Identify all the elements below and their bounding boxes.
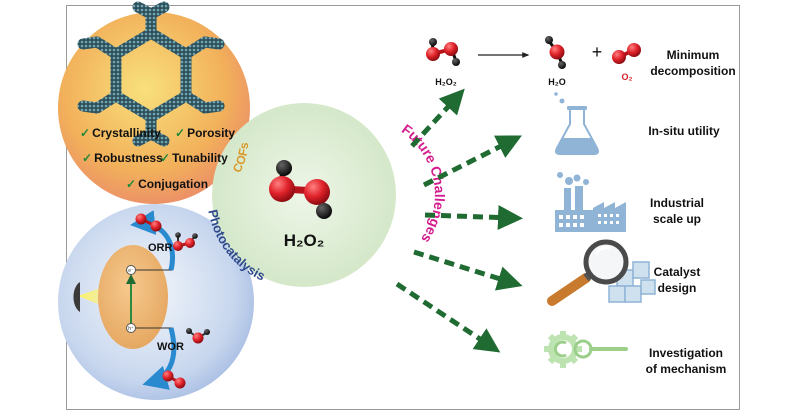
h2o2-molecule-icon — [173, 232, 198, 251]
challenge-4-line2: of mechanism — [646, 362, 727, 376]
challenge-0-line2: decomposition — [650, 64, 735, 78]
arrow-to-scale-up — [424, 204, 523, 230]
challenge-2-line1: Industrial — [650, 196, 704, 210]
check-icon: ✓ — [126, 177, 136, 191]
h2o2-molecule-icon — [426, 38, 460, 66]
oxygen-molecule-icon — [135, 213, 162, 232]
product-oxygen-label: O₂ — [622, 72, 633, 82]
challenge-1-line1: In-situ utility — [648, 124, 720, 138]
plus-sign: + — [592, 42, 603, 62]
semiconductor-particle — [98, 245, 168, 349]
oxygen-molecule-icon — [162, 370, 186, 389]
center-molecule-label: H₂O₂ — [284, 231, 325, 250]
oxygen-molecule-icon — [612, 43, 641, 64]
wor-label: WOR — [157, 341, 184, 353]
orr-label: ORR — [148, 242, 173, 254]
challenge-arrows — [395, 88, 523, 353]
check-icon: ✓ — [175, 126, 185, 140]
hole-icon — [126, 323, 136, 333]
challenge-4-line1: Investigation — [649, 346, 723, 360]
h2o2-central-molecule-icon — [269, 160, 332, 219]
orr-arrow — [130, 210, 175, 271]
check-icon: ✓ — [80, 126, 90, 140]
arrow-to-decomposition — [410, 88, 465, 148]
challenge-3-line1: Catalyst — [654, 265, 701, 279]
center-circle — [212, 103, 396, 287]
reactant-label: H₂O₂ — [435, 77, 457, 87]
svg-text:✓Tunability: ✓Tunability — [160, 151, 228, 165]
property-porosity: Porosity — [187, 126, 235, 140]
decomposition-reaction-scheme: H₂O₂ H₂O + O₂ — [426, 36, 641, 87]
challenge-2-line2: scale up — [653, 212, 701, 226]
property-robustness: Robustness — [94, 151, 163, 165]
product-water-label: H₂O — [548, 77, 566, 87]
cof-framework-icon — [77, 1, 225, 147]
water-molecule-icon — [545, 36, 566, 69]
challenge-3-line2: design — [658, 281, 697, 295]
cofs-circle — [58, 12, 250, 204]
svg-text:✓Porosity: ✓Porosity — [175, 126, 235, 140]
water-molecule-icon — [186, 328, 210, 344]
property-crystallinity: Crystallinity — [92, 126, 161, 140]
photocatalysis-mechanism: e⁻ h⁺ ORR WOR — [73, 210, 210, 390]
svg-text:✓Robustness: ✓Robustness — [82, 151, 163, 165]
svg-text:✓Crystallinity: ✓Crystallinity — [80, 126, 161, 140]
check-icon: ✓ — [160, 151, 170, 165]
check-icon: ✓ — [82, 151, 92, 165]
arrow-to-in-situ — [422, 135, 522, 188]
magnifier-icon — [547, 239, 629, 306]
electron-icon — [126, 265, 136, 275]
property-tunability: Tunability — [172, 151, 228, 165]
challenge-0-line1: Minimum — [667, 48, 720, 62]
property-conjugation: Conjugation — [138, 177, 208, 191]
flask-icon — [554, 92, 599, 155]
arrow-to-mechanism — [395, 281, 501, 353]
wor-arrow — [142, 327, 177, 390]
lamp-icon — [73, 282, 80, 312]
gear-co-icon — [544, 331, 628, 368]
hole-label: h⁺ — [128, 326, 134, 332]
arrow-to-catalyst — [413, 249, 523, 291]
factory-icon — [555, 172, 626, 232]
electron-label: e⁻ — [128, 268, 134, 274]
svg-text:✓Conjugation: ✓Conjugation — [126, 177, 208, 191]
